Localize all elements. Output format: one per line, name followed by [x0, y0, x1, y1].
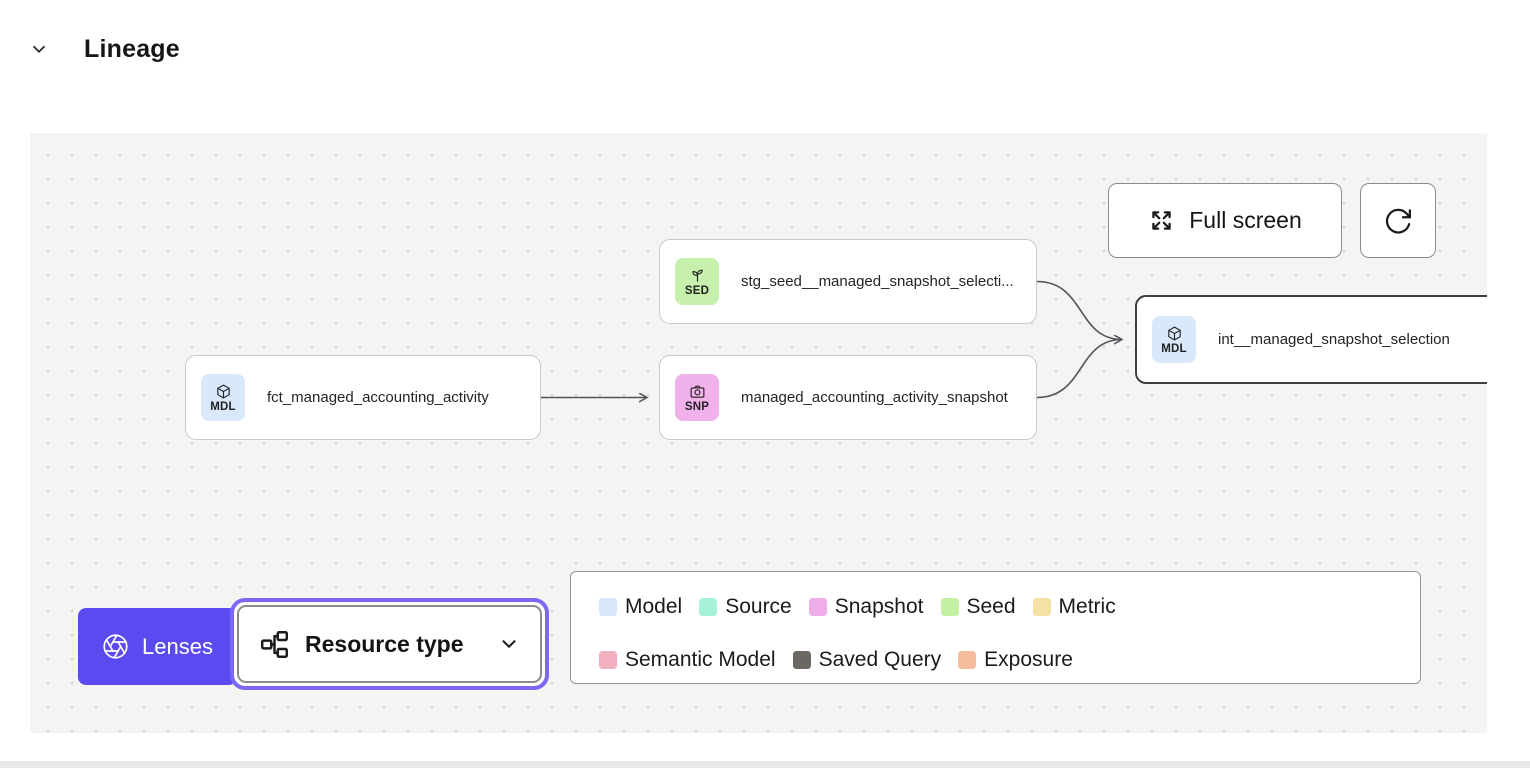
expand-icon: [1152, 211, 1171, 230]
legend-item: Metric: [1032, 595, 1116, 619]
legend-label: Model: [625, 595, 683, 618]
refresh-icon: [1385, 208, 1411, 233]
legend-item: Model: [599, 595, 682, 619]
full-screen-label: Full screen: [1189, 207, 1302, 233]
lineage-node-stg-seed-managed-snapshot-selection[interactable]: SED stg_seed__managed_snapshot_selecti..…: [659, 239, 1037, 324]
lineage-canvas[interactable]: Full screen MDL fct_managed_accounting_a…: [30, 133, 1487, 733]
legend-item: Snapshot: [808, 595, 924, 619]
bottom-scrollbar-track: [0, 761, 1530, 768]
snapshot-icon-badge: SNP: [675, 374, 719, 421]
resource-type-legend: Model Source Snapshot Seed Metric Semantic M…: [570, 571, 1421, 684]
lenses-label: Lenses: [142, 633, 213, 659]
seed-icon-badge: SED: [675, 258, 719, 305]
resource-graph-icon: [261, 630, 288, 658]
cube-icon: [1167, 326, 1181, 340]
refresh-button[interactable]: [1360, 183, 1436, 258]
legend-label: Exposure: [984, 648, 1073, 671]
lineage-edges: [541, 280, 1487, 733]
node-label: stg_seed__managed_snapshot_selecti...: [741, 273, 1014, 290]
node-label: fct_managed_accounting_activity: [267, 389, 489, 406]
legend-label: Semantic Model: [625, 648, 776, 671]
legend-swatch: [699, 598, 718, 616]
legend-label: Metric: [1058, 595, 1116, 618]
aperture-icon: [103, 634, 128, 659]
legend-row: Semantic Model Saved Query Exposure: [599, 640, 1400, 680]
collapse-chevron-down-icon[interactable]: [28, 38, 50, 60]
node-label: int__managed_snapshot_selection: [1218, 331, 1450, 348]
legend-item: Seed: [940, 595, 1016, 619]
legend-swatch: [1032, 598, 1051, 616]
camera-icon: [690, 385, 704, 398]
resource-type-dropdown[interactable]: Resource type: [230, 598, 549, 690]
lineage-node-int-managed-snapshot-selection[interactable]: MDL int__managed_snapshot_selection: [1135, 295, 1487, 384]
lenses-button[interactable]: Lenses: [78, 608, 237, 685]
legend-row: Model Source Snapshot Seed Metric: [599, 587, 1400, 627]
resource-type-label: Resource type: [305, 630, 464, 657]
legend-swatch: [958, 651, 977, 669]
legend-item: Exposure: [958, 648, 1073, 672]
legend-label: Source: [725, 595, 792, 618]
cube-icon: [216, 384, 230, 398]
legend-swatch: [792, 651, 811, 669]
legend-swatch: [808, 598, 827, 616]
model-icon-badge: MDL: [1152, 316, 1196, 363]
sprout-icon: [691, 269, 703, 282]
legend-item: Semantic Model: [599, 648, 776, 672]
legend-item: Saved Query: [792, 648, 942, 672]
legend-swatch: [940, 598, 959, 616]
page-title: Lineage: [84, 35, 180, 63]
lineage-node-managed-accounting-activity-snapshot[interactable]: SNP managed_accounting_activity_snapshot: [659, 355, 1037, 440]
full-screen-button[interactable]: Full screen: [1108, 183, 1342, 258]
legend-label: Saved Query: [818, 648, 942, 671]
model-icon-badge: MDL: [201, 374, 245, 421]
chevron-down-icon: [502, 640, 516, 648]
legend-item: Source: [699, 595, 792, 619]
legend-swatch: [599, 651, 617, 669]
legend-swatch: [599, 598, 617, 616]
legend-label: Seed: [966, 595, 1016, 618]
lineage-node-fct-managed-accounting-activity[interactable]: MDL fct_managed_accounting_activity: [185, 355, 541, 440]
legend-label: Snapshot: [834, 595, 924, 618]
lineage-section-header: Lineage: [0, 0, 1530, 100]
node-label: managed_accounting_activity_snapshot: [741, 389, 1008, 406]
